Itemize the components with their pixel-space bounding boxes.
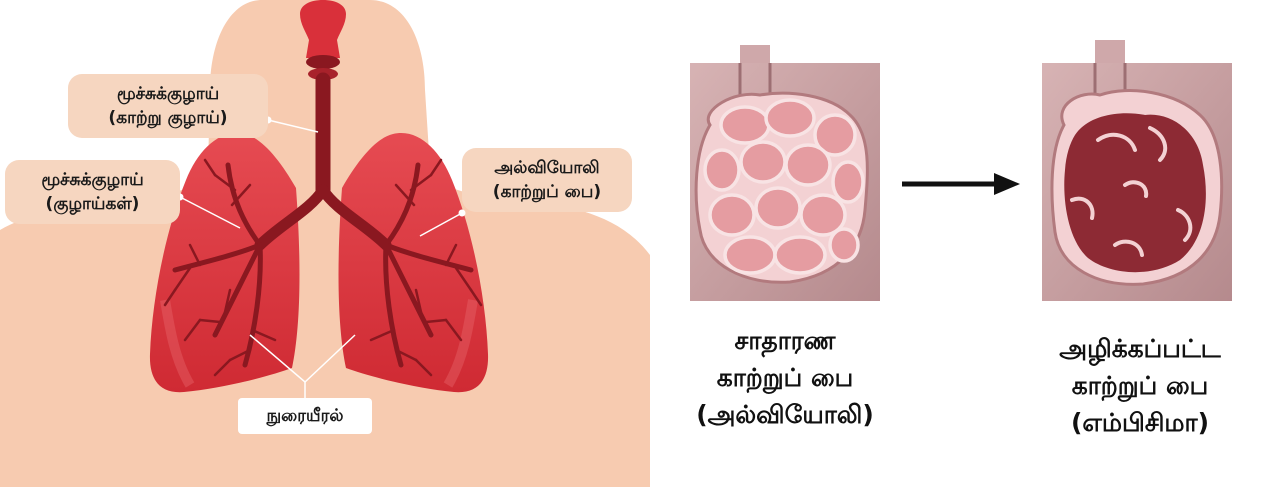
bronchi-label-line2: (குழாய்கள்) [15, 192, 170, 216]
bronchi-label-line1: மூச்சுக்குழாய் [15, 168, 170, 192]
damaged-alveolus-image [1042, 40, 1232, 301]
damaged-alveolus-caption: அழிக்கப்பட்ட காற்றுப் பை (எம்பிசிமா) [1025, 330, 1255, 441]
trachea-label: மூச்சுக்குழாய் (காற்று குழாய்) [68, 74, 268, 138]
normal-caption-line2: காற்றுப் பை [670, 359, 900, 396]
damaged-caption-line3: (எம்பிசிமா) [1025, 404, 1255, 441]
alveoli-label-line2: (காற்றுப் பை) [472, 180, 622, 204]
trachea-label-line2: (காற்று குழாய்) [78, 106, 258, 130]
normal-caption-line1: சாதாரண [670, 322, 900, 359]
bronchi-label: மூச்சுக்குழாய் (குழாய்கள்) [5, 160, 180, 224]
alveoli-label-line1: அல்வியோலி [472, 156, 622, 180]
normal-caption-line3: (அல்வியோலி) [670, 396, 900, 433]
damaged-caption-line1: அழிக்கப்பட்ட [1025, 330, 1255, 367]
healthy-alveolus-image [690, 45, 880, 301]
arrow-icon [902, 173, 1020, 195]
damaged-caption-line2: காற்றுப் பை [1025, 367, 1255, 404]
lungs-label-text: நுரையீரல் [246, 404, 364, 428]
lungs-label: நுரையீரல் [238, 398, 372, 434]
normal-alveolus-caption: சாதாரண காற்றுப் பை (அல்வியோலி) [670, 322, 900, 433]
alveoli-label: அல்வியோலி (காற்றுப் பை) [462, 148, 632, 212]
trachea-label-line1: மூச்சுக்குழாய் [78, 82, 258, 106]
